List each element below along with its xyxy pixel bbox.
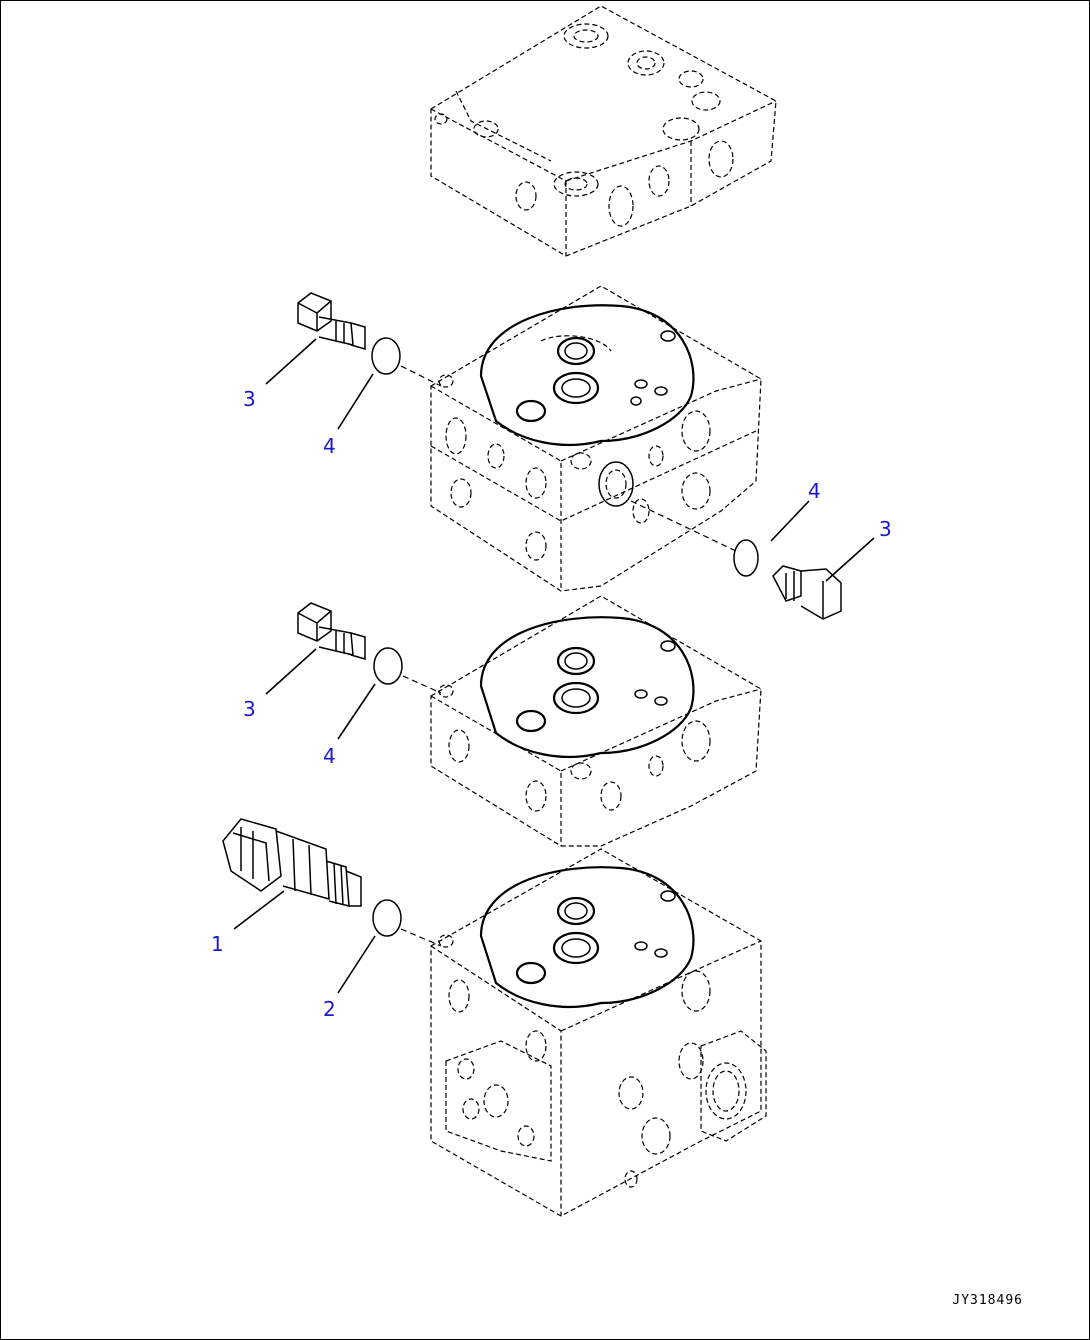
third-valve-block	[430, 595, 762, 847]
callout-3-right: 3	[879, 517, 892, 541]
top-valve-block	[430, 5, 777, 257]
callout-2-o-ring: 2	[323, 997, 336, 1021]
callout-1-relief-valve: 1	[211, 932, 224, 956]
callout-3-upper-left: 3	[243, 387, 256, 411]
o-ring-lower	[372, 899, 402, 937]
callout-4-middle-left: 4	[323, 744, 336, 768]
plug-upper-left	[297, 292, 366, 350]
o-ring-right	[733, 539, 759, 577]
plug-middle-left	[297, 602, 366, 660]
bottom-valve-block	[430, 848, 767, 1217]
plug-right	[733, 539, 842, 620]
figure-code: JY318496	[952, 1293, 1023, 1308]
callout-4-right: 4	[808, 479, 821, 503]
callout-3-middle-left: 3	[243, 697, 256, 721]
callout-4-upper-left: 4	[323, 434, 336, 458]
relief-valve	[222, 818, 362, 907]
second-valve-block	[430, 285, 762, 592]
o-ring-middle-left	[373, 647, 403, 685]
o-ring-upper-left	[371, 337, 401, 375]
